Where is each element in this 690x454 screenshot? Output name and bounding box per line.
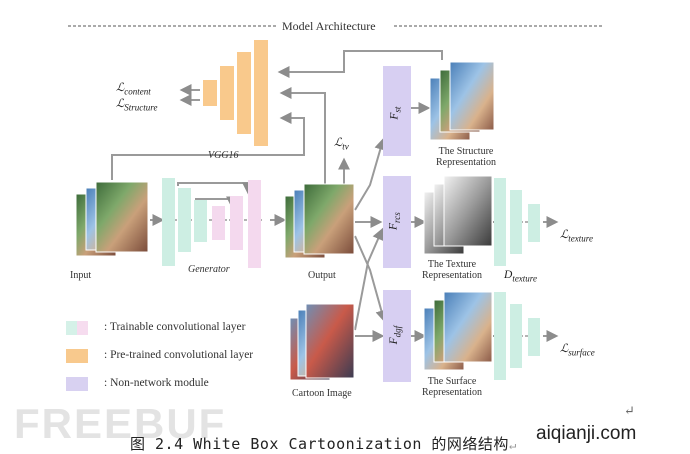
disc-layer [494, 178, 506, 266]
module-fst [383, 66, 411, 156]
module-fst-label: Fst [388, 106, 403, 120]
input-label: Input [70, 270, 92, 281]
non-network-modules [383, 66, 411, 382]
input-image-stack [75, 181, 149, 257]
texture-image-stack [423, 175, 493, 255]
structure-image-stack [429, 61, 495, 141]
loss-tv: ℒtv [334, 137, 349, 152]
disc-layer [528, 318, 540, 356]
cartoon-image-label: Cartoon Image [292, 388, 352, 399]
disc-layer [510, 304, 522, 368]
gen-layer [230, 196, 243, 250]
surface-image-stack [423, 291, 493, 371]
legend-swatch-pretrained [66, 349, 88, 363]
surface-discriminator [494, 292, 540, 380]
vgg16-network [203, 40, 268, 146]
legend-label-trainable: : Trainable convolutional layer [104, 321, 246, 333]
loss-surface: ℒsurface [560, 343, 595, 358]
module-fdgf-label: Fdgf [388, 325, 403, 345]
cartoon-image-stack [289, 303, 355, 381]
site-watermark: aiqianji.com [536, 423, 637, 444]
figure-caption: 图 2.4 White Box Cartoonization 的网络结构↵ [130, 435, 517, 453]
loss-structure: ℒStructure [116, 98, 158, 113]
discriminator-texture-label: Dtexture [504, 269, 537, 284]
return-mark: ↵ [624, 403, 635, 418]
module-frcs [383, 176, 411, 268]
loss-content: ℒcontent [116, 82, 151, 97]
vgg-layer [254, 40, 268, 146]
legend-label-pretrained: : Pre-trained convolutional layer [104, 349, 254, 361]
vgg-layer [220, 66, 234, 120]
vgg-layer [237, 52, 251, 134]
vgg-layer [203, 80, 217, 106]
module-frcs-label: Frcs [387, 212, 402, 230]
disc-layer [494, 292, 506, 380]
gen-layer [194, 200, 207, 242]
loss-texture: ℒtexture [560, 229, 593, 244]
gen-layer [212, 206, 225, 240]
output-image-stack [284, 183, 355, 259]
gen-layer [178, 188, 191, 252]
watermark: FREEBUF [14, 400, 227, 447]
legend-swatch-trainable [66, 321, 88, 335]
disc-layer [510, 190, 522, 254]
disc-layer [528, 204, 540, 242]
diagram-title: Model Architecture [282, 19, 376, 33]
gen-layer [162, 178, 175, 266]
legend-swatch-nonnetwork [66, 377, 88, 391]
texture-discriminator [494, 178, 540, 266]
module-fdgf [383, 290, 411, 382]
legend-label-nonnetwork: : Non-network module [104, 377, 209, 389]
generator-label: Generator [188, 264, 230, 275]
output-label: Output [308, 270, 336, 281]
gen-layer [248, 180, 261, 268]
vgg16-label: VGG16 [208, 150, 239, 161]
generator-network [162, 178, 261, 268]
